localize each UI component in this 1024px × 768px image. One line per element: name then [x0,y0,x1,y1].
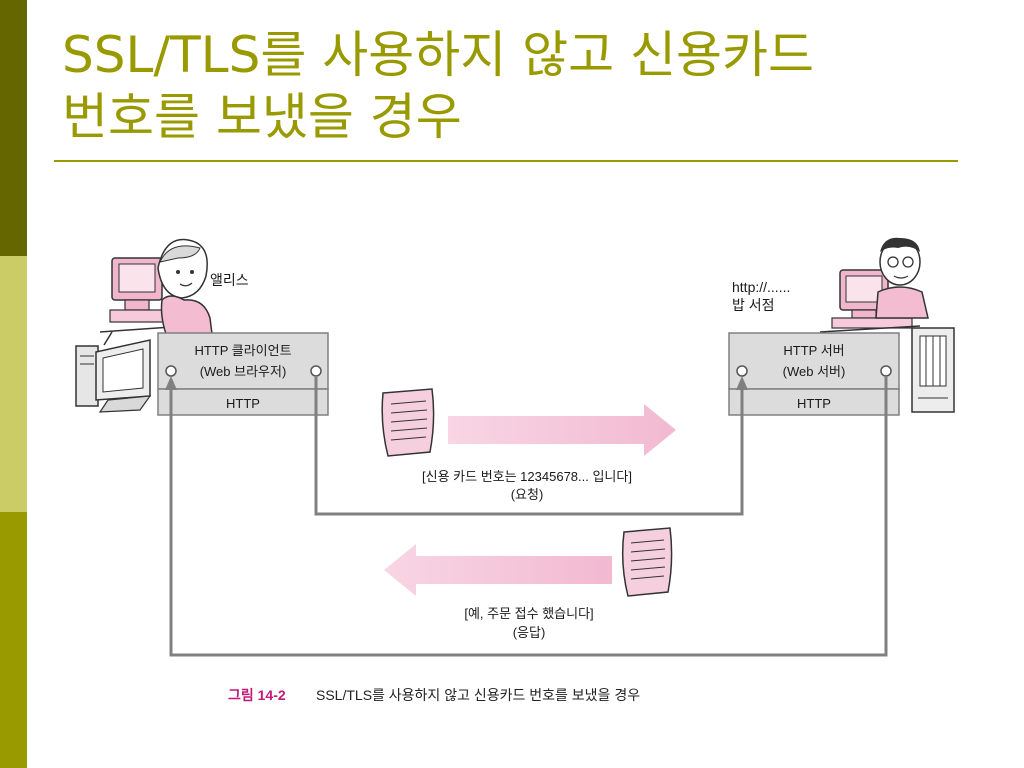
slide-title: SSL/TLS를 사용하지 않고 신용카드 번호를 보냈을 경우 [62,24,982,148]
client-computer-icon [75,339,152,413]
server-url-label: http://...... [732,279,790,295]
response-arrow-left-icon [384,544,612,596]
response-type-label: (응답) [513,625,546,640]
bob-desk-computer-icon [819,269,921,333]
slide-title-line2: 번호를 보냈을 경우 [62,88,462,146]
sidebar-band-dark [0,0,27,256]
slide-title-line1: SSL/TLS를 사용하지 않고 신용카드 [62,26,814,84]
response-path-line [169,376,888,657]
http-server-box [728,332,900,416]
sidebar-band-light [0,256,27,512]
response-document-icon [621,527,673,597]
client-box-line2: (Web 브라우저) [200,364,287,379]
request-message-text: [신용 카드 번호는 12345678... 입니다] [422,469,632,484]
request-type-label: (요청) [511,487,544,502]
server-shop-label: 밥 서점 [732,297,775,313]
request-document-icon [381,388,435,457]
figure-number: 그림 14-2 [228,687,286,703]
request-arrow-right-icon [448,404,676,456]
title-underline [54,160,958,162]
server-box-line2: (Web 서버) [783,364,846,379]
alice-illustration [99,238,213,346]
client-protocol-label: HTTP [226,396,260,411]
server-box-line1: HTTP 서버 [783,343,844,358]
bob-person-icon [875,237,929,319]
client-box-line1: HTTP 클라이언트 [194,343,291,358]
sidebar-band-olive [0,512,27,768]
http-client-box [157,332,329,416]
request-path-line [314,376,744,516]
alice-person-icon [157,238,213,335]
bob-illustration [819,237,929,333]
response-path-arrowhead [165,376,177,390]
server-tower-icon [911,327,955,413]
response-message-text: [예, 주문 접수 했습니다] [464,606,593,621]
server-protocol-label: HTTP [797,396,831,411]
alice-label: 앨리스 [210,272,249,288]
figure-caption: SSL/TLS를 사용하지 않고 신용카드 번호를 보냈을 경우 [316,687,640,703]
request-path-arrowhead [736,376,748,390]
